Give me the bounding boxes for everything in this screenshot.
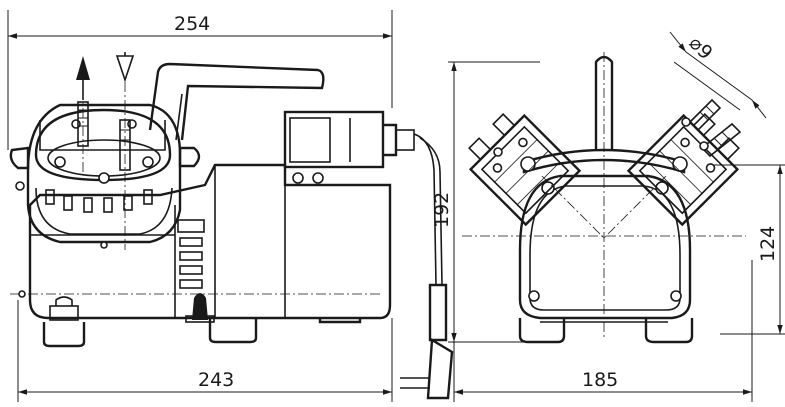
carry-handle (148, 62, 325, 141)
terminal-box (283, 110, 443, 286)
inlet-arrow-icon (115, 52, 135, 83)
front-motor-body (462, 52, 746, 340)
pump-feet (42, 293, 362, 348)
dimension-head-height: 124 (710, 164, 785, 335)
front-crossbar (520, 148, 688, 174)
front-feet (518, 318, 694, 344)
front-view: 185 124 ⌀9 (453, 31, 785, 402)
dimension-192-label: 192 (431, 192, 453, 228)
outlet-arrow-icon (76, 56, 90, 100)
front-handle (594, 55, 614, 150)
front-left-head (468, 113, 582, 227)
dimension-124-label: 124 (757, 226, 779, 262)
dimension-254-label: 254 (174, 13, 210, 35)
dimension-185-label: 185 (582, 369, 618, 391)
side-view: 254 243 (7, 10, 540, 402)
pump-head (9, 82, 201, 250)
power-plug-icon (400, 283, 454, 400)
dimension-base-length: 243 (17, 300, 393, 402)
dimension-height: 192 (431, 61, 540, 343)
dimension-width: 185 (453, 260, 753, 402)
dimension-243-label: 243 (198, 369, 234, 391)
hose-nozzles (493, 98, 742, 158)
dimension-overall-length: 254 (7, 10, 393, 150)
dimension-diameter-label: ⌀9 (684, 32, 716, 64)
